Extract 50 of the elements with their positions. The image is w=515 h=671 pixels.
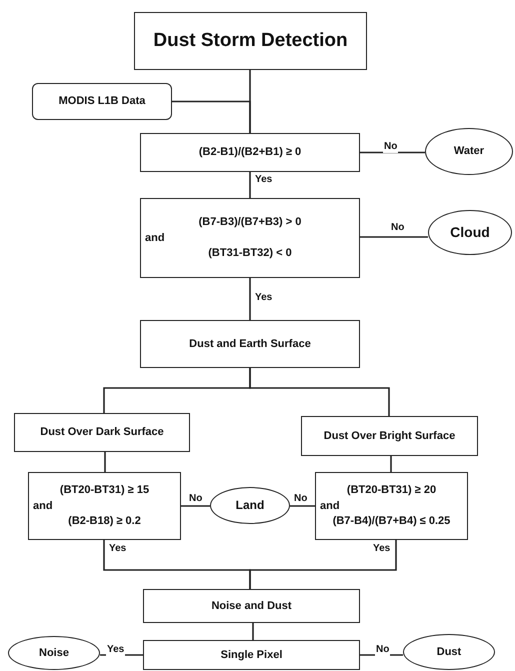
connector-line	[249, 278, 251, 320]
node-text: Water	[454, 144, 484, 159]
node-text: Dust Over Dark Surface	[40, 425, 164, 440]
node-text: (B7-B4)/(B7+B4) ≤ 0.25	[332, 514, 450, 530]
connector-line	[360, 236, 428, 238]
connector-line	[104, 452, 106, 472]
process-box	[14, 413, 190, 452]
node-text: Dust and Earth Surface	[189, 336, 311, 352]
connector-line	[249, 172, 251, 198]
process-box	[140, 320, 360, 368]
node-text: Dust	[436, 644, 462, 660]
node-text: (B2-B18) ≥ 0.2	[68, 514, 141, 530]
node-text: (BT20-BT31) ≥ 20	[346, 482, 436, 498]
edge-label: Yes	[106, 644, 126, 656]
connector-line	[252, 623, 254, 640]
connector-line	[290, 505, 315, 507]
connector-line	[249, 540, 397, 589]
connector-line	[181, 505, 210, 507]
node-text: and	[320, 498, 340, 514]
connector-line	[172, 100, 251, 133]
connector-line	[249, 368, 390, 416]
node-text: Cloud	[450, 223, 490, 242]
input-box	[32, 83, 172, 120]
node-text: and	[33, 498, 53, 514]
node-text: (BT20-BT31) ≥ 15	[60, 482, 150, 498]
node-text: (B7-B3)/(B7+B3) > 0	[198, 214, 302, 230]
edge-label: No	[383, 141, 398, 153]
node-text: Noise	[39, 646, 69, 660]
node-text: (BT31-BT32) < 0	[208, 246, 292, 262]
edge-label: No	[375, 644, 390, 656]
condition-box	[28, 472, 181, 540]
node-text: Dust Over Bright Surface	[324, 428, 456, 444]
node-text: Dust Storm Detection	[153, 29, 348, 54]
connector-line	[360, 654, 403, 656]
node-text: and	[145, 230, 165, 246]
condition-box	[315, 472, 468, 540]
node-text: (B2-B1)/(B2+B1) ≥ 0	[198, 145, 302, 160]
node-text: Noise and Dust	[211, 598, 292, 614]
node-text: Land	[236, 497, 264, 514]
condition-box	[140, 133, 360, 172]
node-text: MODIS L1B Data	[58, 94, 146, 109]
connector-line	[360, 152, 425, 154]
title-box	[134, 12, 367, 70]
node-text: Single Pixel	[220, 648, 282, 662]
decision-box	[143, 640, 360, 670]
connector-line	[390, 456, 392, 472]
condition-box	[140, 198, 360, 278]
process-box	[143, 589, 360, 623]
connector-line	[100, 654, 143, 656]
process-box	[301, 416, 478, 456]
